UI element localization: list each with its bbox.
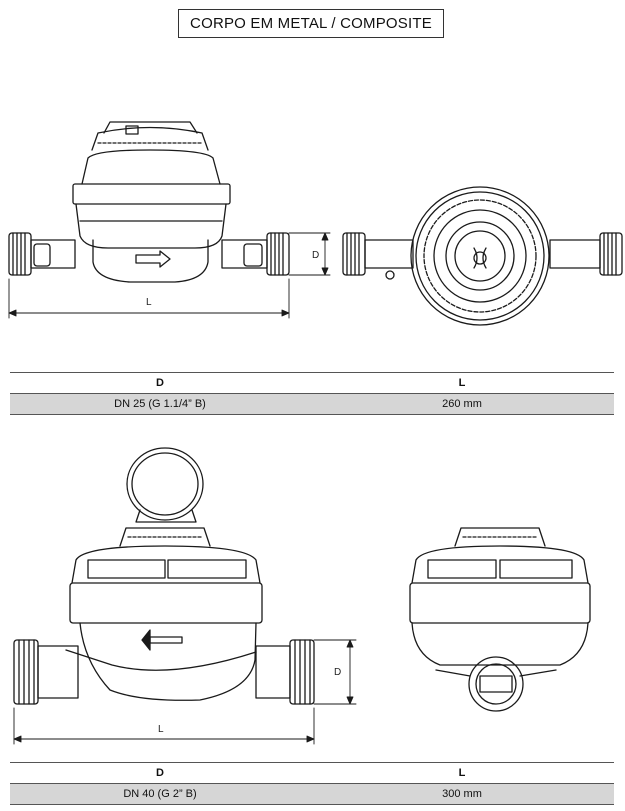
dimension-label-l-dn25: L — [146, 297, 152, 308]
page-title: CORPO EM METAL / COMPOSITE — [178, 9, 444, 38]
table-header: D L — [10, 762, 614, 783]
meter-dn40-front-view — [409, 527, 591, 712]
dimension-label-d-dn40: D — [334, 667, 341, 678]
meter-dn25-top-view — [342, 186, 623, 326]
dimension-l-dn25 — [8, 278, 290, 319]
cell-d: DN 25 (G 1.1/4” B) — [114, 398, 206, 410]
cell-d: DN 40 (G 2” B) — [123, 788, 197, 800]
dimension-label-l-dn40: L — [158, 724, 164, 735]
valve-knob-icon — [473, 247, 487, 269]
spec-table-dn40: D L DN 40 (G 2” B) 300 mm — [10, 762, 614, 805]
meter-dn25-side-view — [8, 121, 290, 283]
column-header-l: L — [458, 377, 466, 389]
dimension-d-dn25 — [288, 232, 331, 276]
dimension-d-dn40 — [313, 639, 357, 705]
flow-arrow-icon — [141, 629, 151, 651]
cell-l: 300 mm — [442, 788, 482, 800]
dimension-label-d-dn25: D — [312, 250, 319, 261]
dimension-l-dn40 — [13, 707, 315, 745]
table-header: D L — [10, 372, 614, 393]
threaded-end-left — [8, 232, 76, 276]
column-header-l: L — [458, 767, 466, 779]
table-row: DN 25 (G 1.1/4” B) 260 mm — [10, 393, 614, 415]
threaded-end-right — [221, 232, 290, 276]
table-row: DN 40 (G 2” B) 300 mm — [10, 783, 614, 805]
column-header-d: D — [156, 377, 164, 389]
cell-l: 260 mm — [442, 398, 482, 410]
spec-table-dn25: D L DN 25 (G 1.1/4” B) 260 mm — [10, 372, 614, 415]
flow-arrow-icon — [135, 250, 171, 268]
meter-dn40-side-view — [13, 447, 315, 705]
column-header-d: D — [156, 767, 164, 779]
